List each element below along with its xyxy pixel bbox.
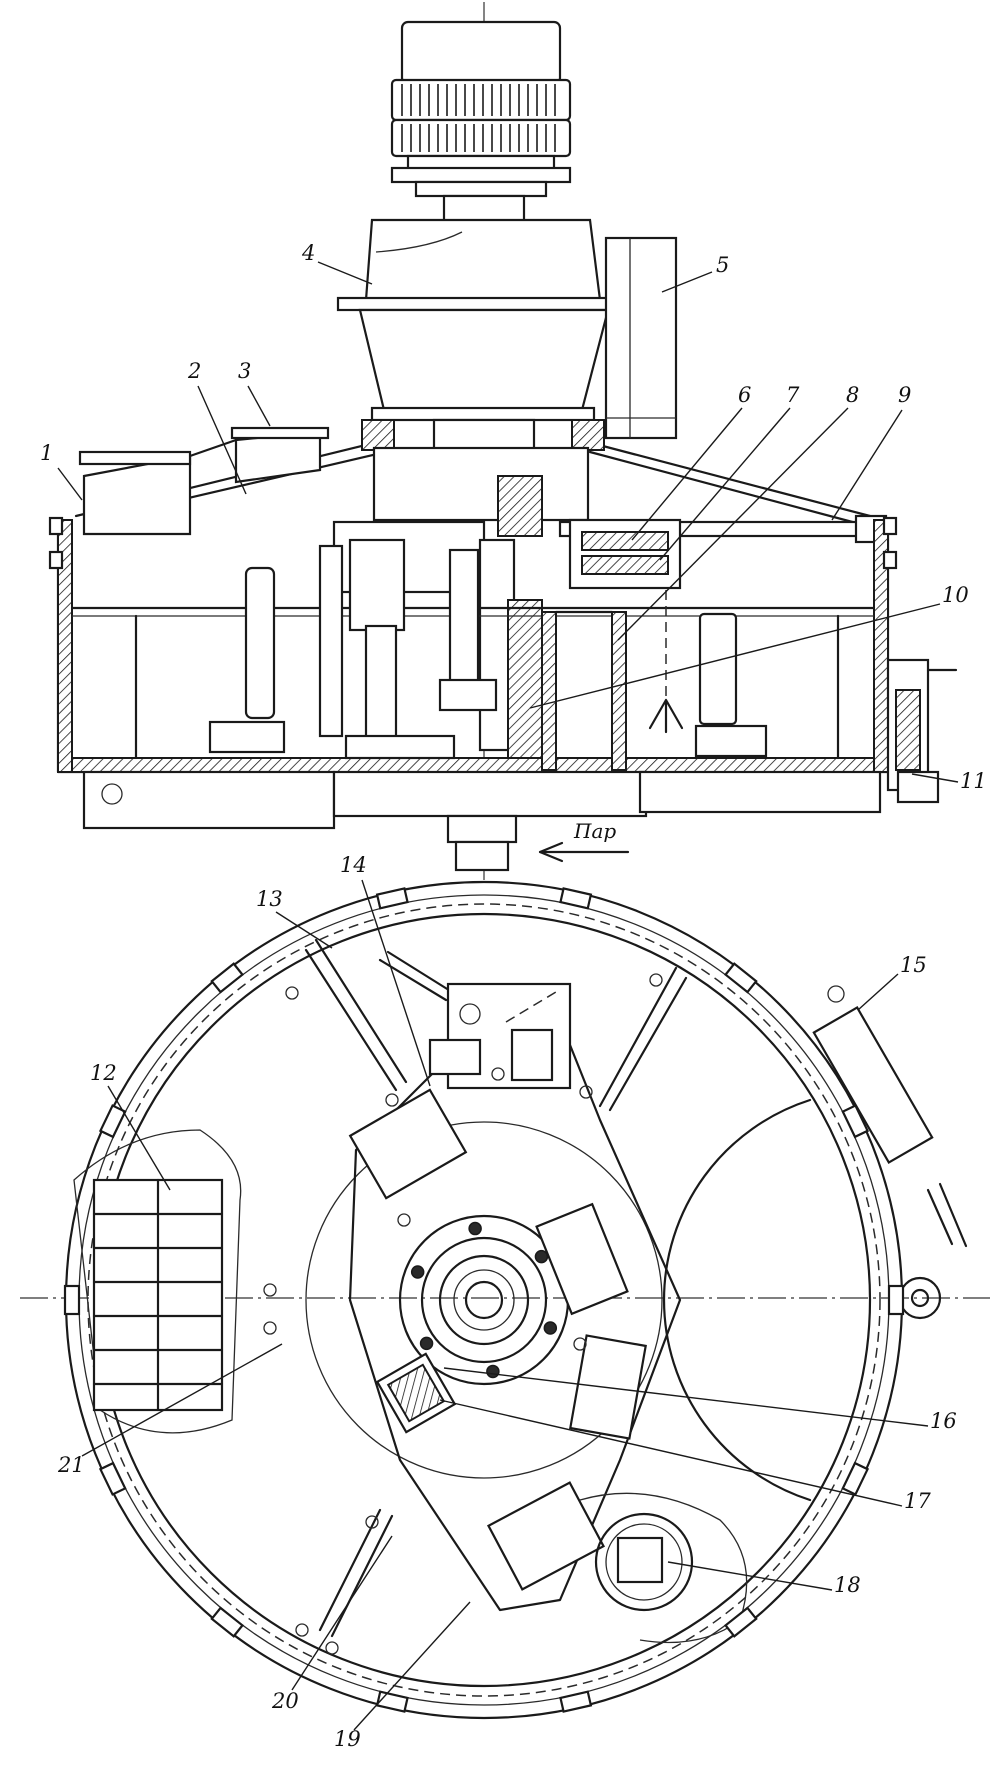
callout-6: 6: [738, 383, 751, 407]
frame-fastener: [385, 1093, 399, 1107]
callout-10: 10: [942, 583, 969, 607]
frame-fastener: [285, 986, 299, 1000]
callout-14: 14: [340, 853, 367, 877]
steam-inlet: Пар: [538, 819, 630, 863]
plan-view: 12 13 14 15 16 17 18 19 20 21: [20, 853, 990, 1751]
drive-housing: [428, 982, 572, 1090]
rim-brackets: [63, 887, 905, 1713]
hub-bolt: [486, 1364, 500, 1379]
callout-12: 12: [90, 1061, 117, 1085]
frame-spokes: [304, 938, 688, 1638]
hub-bolt: [468, 1221, 482, 1236]
callout-7: 7: [786, 383, 800, 407]
callout-20: 20: [271, 1689, 299, 1713]
plan-callouts: 12 13 14 15 16 17 18 19 20 21: [57, 853, 957, 1751]
frame-fastener: [491, 1067, 505, 1081]
inner-cylinder: [541, 610, 627, 771]
hub-bolt: [419, 1336, 434, 1351]
steam-label: Пар: [573, 819, 616, 843]
electric-motor: [390, 20, 572, 224]
inspection-grate: [73, 1129, 242, 1434]
callout-8: 8: [846, 383, 859, 407]
mixing-blades: [208, 538, 768, 760]
callout-13: 13: [256, 887, 283, 911]
pneumatic-cylinder: [812, 985, 968, 1320]
rim-bracket: [841, 1461, 870, 1496]
mixer-base: [82, 770, 882, 872]
frame-fastener: [295, 1623, 309, 1637]
callout-4: 4: [301, 241, 315, 265]
frame-fastener: [263, 1283, 277, 1297]
rim-bracket: [63, 1284, 81, 1316]
callout-17: 17: [904, 1489, 931, 1513]
rim-bracket: [210, 1606, 244, 1638]
gearbox: [336, 218, 622, 458]
discharge-port: [579, 1492, 748, 1644]
frame-fasteners: [263, 973, 663, 1655]
frame-fastener: [365, 1515, 379, 1529]
section-callouts: 1 2 3 4 5 6 7 8 9 10 11: [40, 241, 987, 793]
callout-1: 1: [40, 441, 53, 465]
steam-flow: [648, 590, 684, 734]
callout-5: 5: [716, 253, 729, 277]
rim-bracket: [98, 1104, 127, 1139]
rim-bracket: [559, 887, 593, 910]
hub-bolt: [543, 1321, 558, 1335]
frame-fastener: [573, 1337, 587, 1351]
scraper-blocks: [348, 1088, 647, 1591]
rim-bracket: [887, 1284, 905, 1316]
inner-arc: [662, 1098, 812, 1502]
hub-bolts: [410, 1221, 558, 1379]
rim-bracket: [210, 962, 244, 994]
callout-16: 16: [930, 1409, 957, 1433]
frame-fastener: [579, 1085, 593, 1099]
callout-2: 2: [187, 359, 201, 383]
rim-bracket: [841, 1104, 870, 1139]
frame-fastener: [649, 973, 663, 987]
rim-bracket: [375, 1690, 409, 1713]
rim-bracket: [375, 887, 409, 910]
discharge-gate: [886, 658, 958, 804]
callout-15: 15: [900, 953, 927, 977]
rim-bracket: [559, 1690, 593, 1713]
frame-fastener: [325, 1641, 339, 1655]
control-cabinet: [604, 236, 678, 440]
hub-bolt: [410, 1265, 425, 1279]
frame-fastener: [397, 1213, 411, 1227]
rim-bracket: [724, 962, 758, 994]
callout-18: 18: [834, 1573, 861, 1597]
rim-bracket: [98, 1461, 127, 1496]
hub-bolt: [534, 1249, 549, 1264]
section-view: Пар 1 2 3 4 5 6 7 8 9 10 11: [40, 2, 987, 880]
callout-3: 3: [238, 359, 251, 383]
shaft-unit: [375, 1352, 457, 1434]
callout-11: 11: [960, 769, 987, 793]
rim-bracket: [724, 1606, 758, 1638]
callout-21: 21: [57, 1453, 85, 1477]
callout-19: 19: [334, 1727, 361, 1751]
callout-9: 9: [898, 383, 911, 407]
frame-fastener: [263, 1321, 277, 1335]
